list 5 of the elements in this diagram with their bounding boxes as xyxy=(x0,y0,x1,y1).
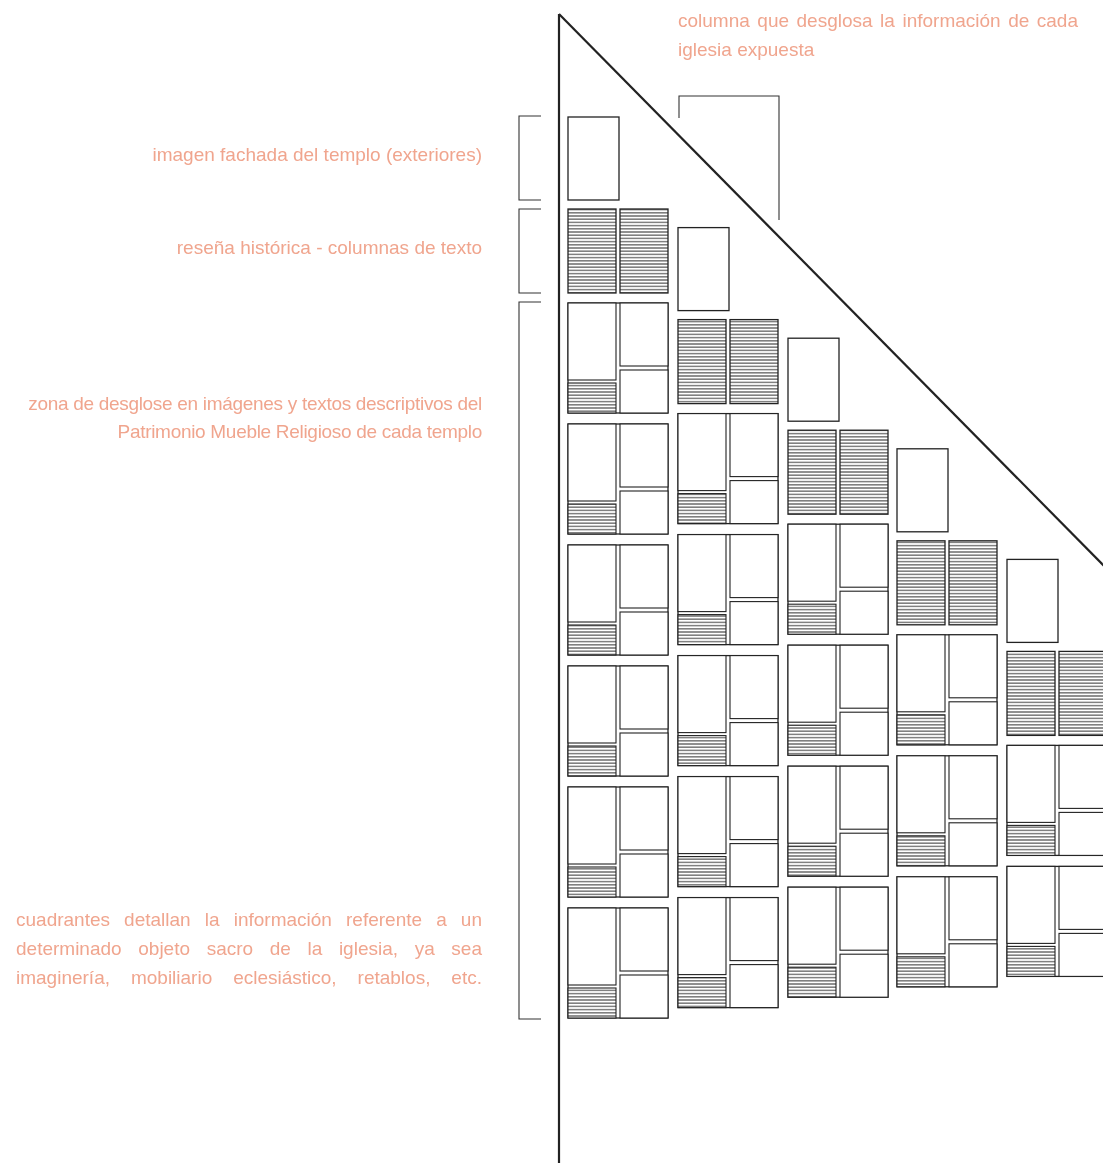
annotation-text: imagen fachada del templo (exteriores) xyxy=(151,143,482,167)
annotation-text: columna que desglosa la información de cada iglesia expuesta xyxy=(678,9,1078,62)
annotation-text: zona de desglose en imágenes y textos descriptivos del Patrimonio Mueble Religioso de cada templo xyxy=(27,392,482,444)
annotation-text: cuadrantes detallan la información referente a un determinado objeto sacro de la iglesia, ya sea imaginería, mobiliario eclesiástico, retablos, etc. xyxy=(16,908,482,990)
annotation-text: reseña histórica - columnas de texto xyxy=(175,236,482,260)
